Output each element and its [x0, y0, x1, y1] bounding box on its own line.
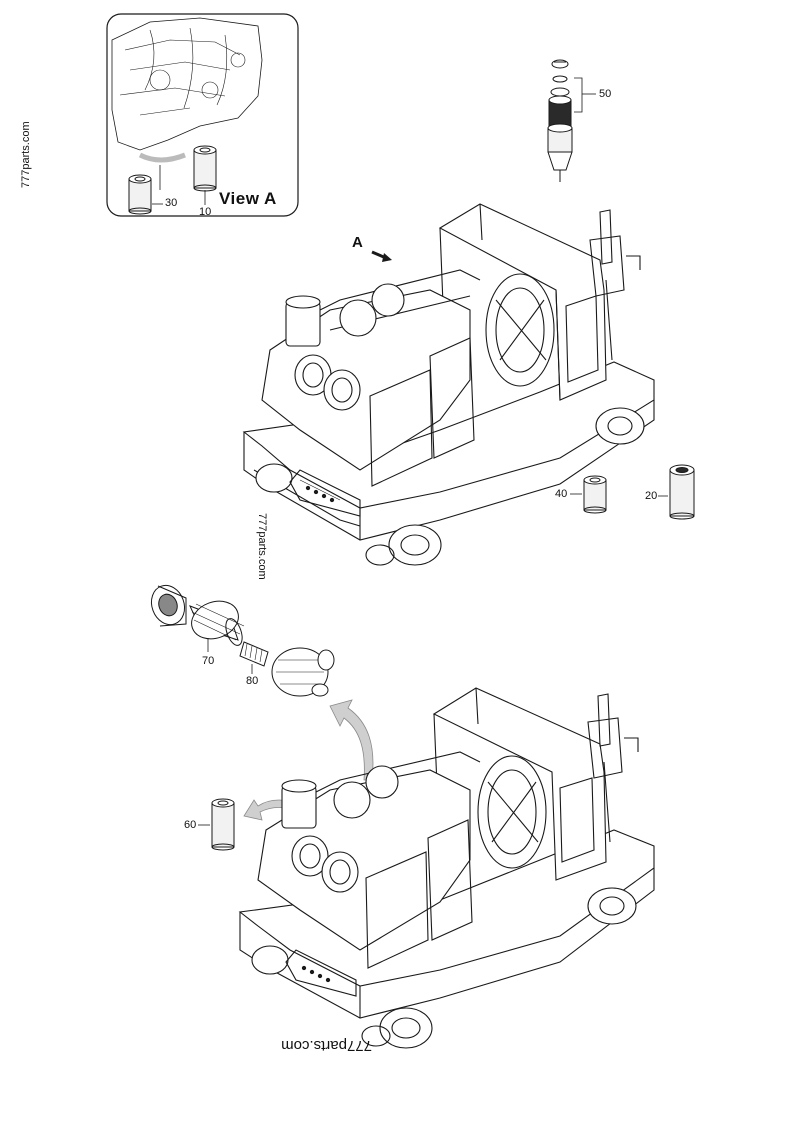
callout-80: 80 [246, 675, 259, 687]
callout-20: 20 [645, 490, 658, 502]
callout-10: 10 [199, 206, 212, 218]
filter-30-icon [128, 174, 152, 215]
callout-60: 60 [184, 819, 197, 831]
callout-30: 30 [165, 197, 178, 209]
removal-arrow-icon [329, 699, 374, 781]
filter-20-icon [669, 464, 695, 520]
view-a-arrow-label: A [352, 234, 363, 251]
view-a-inset [106, 13, 299, 217]
callout-40: 40 [555, 488, 568, 500]
filter-10-icon [193, 145, 217, 192]
view-a-label: View A [219, 189, 277, 208]
air-filter-exploded [150, 584, 335, 697]
view-a-arrow-icon [371, 250, 392, 262]
callout-50: 50 [599, 88, 612, 100]
filter-50-assembly [547, 59, 596, 182]
filter-60-icon [211, 798, 235, 851]
callout-70: 70 [202, 655, 215, 667]
compressor-unit-bottom [238, 687, 655, 1049]
compressor-unit-top [242, 203, 655, 566]
watermark-left: 777parts.com [20, 121, 32, 188]
watermark-bottom: 777parts.com [281, 1037, 372, 1054]
filter-40-icon [583, 475, 607, 514]
watermark-center: 777parts.com [256, 513, 268, 580]
